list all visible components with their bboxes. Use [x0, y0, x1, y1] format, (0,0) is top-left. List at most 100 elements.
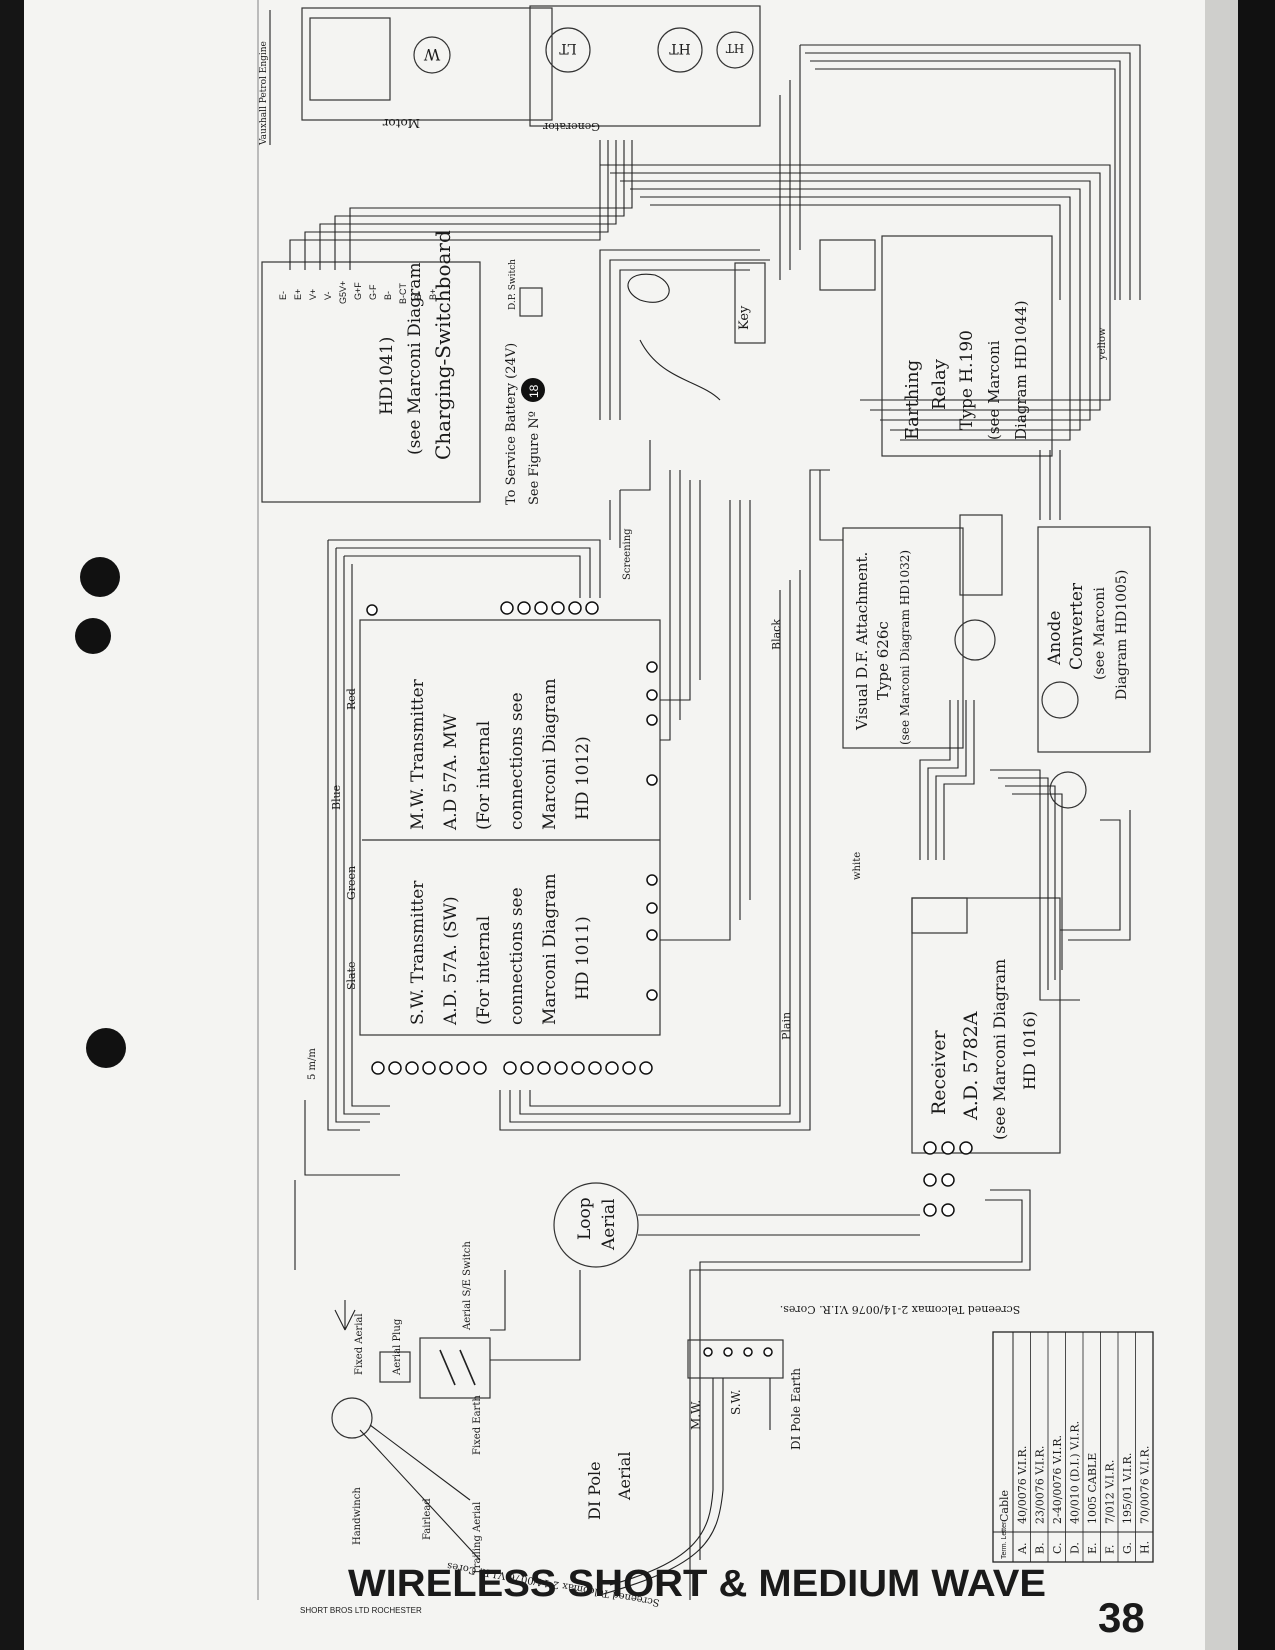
punch-hole-middle	[75, 618, 111, 654]
switchboard-terminal-row: E- E+ V+ V- G5V+ G+F G-F B- B-CT B- B+	[278, 281, 438, 304]
mw-transmitter: M.W. Transmitter A.D 57A. MW (For intern…	[408, 678, 593, 831]
mw-tx-line3: (For internal	[474, 721, 494, 830]
relay-line5: Diagram HD1044)	[1012, 300, 1030, 440]
motor-symbol-letter: W	[423, 45, 440, 64]
relay-line3: Type H.190	[957, 330, 977, 430]
anode-line4: Diagram HD1005)	[1114, 570, 1130, 700]
terminal-label: E+	[293, 289, 303, 300]
df-line2: Type 626c	[874, 621, 892, 700]
cable-row-letter: C.	[1051, 1542, 1064, 1554]
page-number: 38	[1098, 1594, 1145, 1641]
cable-row-letter: B.	[1034, 1542, 1047, 1554]
df-attachment: Visual D.F. Attachment. Type 626c (see M…	[842, 514, 1003, 749]
cable-row-spec: 1005 CABLE	[1086, 1453, 1099, 1524]
anode-converter: Anode Converter (see Marconi Diagram HD1…	[1037, 526, 1151, 809]
relay-line4: (see Marconi	[985, 340, 1003, 440]
loop-aerial: Loop Aerial	[553, 1182, 920, 1268]
receiver-harness	[689, 450, 1131, 1600]
terminal-label: B-CT	[398, 283, 408, 304]
wire-label-slate: Slate	[345, 961, 358, 990]
mw-tx-line2: A.D 57A. MW	[441, 713, 461, 831]
fixed-aerial-label: Fixed Aerial	[354, 1313, 365, 1375]
wire-color-labels: Red Black Slate Green Blue Plain yellow …	[307, 327, 1108, 1080]
motor-generator-block: W Motor LT HT HT Generator Vauxhall Petr…	[259, 5, 761, 146]
cable-row-spec: 23/0076 V.I.R.	[1034, 1446, 1047, 1524]
tx-side-terminals	[646, 661, 658, 1001]
dipole-aerial: DI Pole Aerial DI Pole Earth M.W. S.W.	[585, 1339, 803, 1596]
sw-tx-line2: A.D. 57A. (SW)	[441, 896, 461, 1026]
switchboard-name: Charging-Switchboard	[431, 230, 455, 460]
cable-row-letter: F.	[1104, 1545, 1117, 1554]
receiver-line3: (see Marconi Diagram	[990, 959, 1009, 1140]
anode-line3: (see Marconi	[1092, 587, 1108, 680]
figure-number: 18	[527, 384, 541, 398]
terminal-label: E-	[278, 291, 288, 300]
handwinch-label: Handwinch	[352, 1487, 363, 1545]
wire-label-yellow: yellow	[1097, 327, 1108, 361]
terminal-label: V-	[323, 291, 333, 300]
cable-table: Term. Letter Cable A. 40/0076 V.I.R. B. …	[992, 1331, 1154, 1563]
switchboard-ref: (see Marconi Diagram	[405, 262, 425, 455]
aerial-plug-label: Aerial Plug	[392, 1318, 403, 1376]
charging-switchboard: Charging-Switchboard (see Marconi Diagra…	[261, 230, 545, 505]
fixed-earth-label: Fixed Earth	[472, 1395, 483, 1455]
transmitter-unit: M.W. Transmitter A.D 57A. MW (For intern…	[359, 601, 661, 1075]
terminal-label: G5V+	[338, 281, 348, 304]
cable-table-header-letter: Term. Letter	[1001, 1521, 1008, 1559]
terminal-label: B+	[428, 289, 438, 300]
switchboard-diagram: HD1041)	[377, 337, 397, 415]
dp-switch-label: D.P. Switch	[508, 259, 518, 310]
aerial-switch-assembly: Fixed Aerial Aerial Plug Aerial S/E Swit…	[331, 1241, 581, 1575]
terminal-label: B-	[383, 291, 393, 300]
right-scan-edge	[1238, 0, 1275, 1650]
left-scan-edge	[0, 0, 24, 1650]
cable-row-letter: A.	[1016, 1543, 1029, 1555]
mw-tx-line6: HD 1012)	[573, 736, 593, 820]
engine-note: Vauxhall Petrol Engine	[259, 41, 269, 146]
top-cable-harness	[289, 44, 1141, 441]
generator-ht2-symbol: HT	[726, 41, 744, 55]
receiver: Receiver A.D. 5782A (see Marconi Diagram…	[911, 897, 1061, 1217]
telcomax-note: Screened Telcomax 2-14/0076 V.I.R. Cores…	[780, 1303, 1021, 1316]
receiver-line1: Receiver	[928, 1030, 950, 1115]
df-line1: Visual D.F. Attachment.	[853, 552, 871, 731]
trailing-aerial-label: Trailing Aerial	[472, 1502, 483, 1575]
transmitter-harness	[294, 440, 843, 1270]
dipole-sw: S.W.	[729, 1389, 743, 1415]
tx-top-terminal-strip	[366, 601, 599, 616]
wire-label-white: white	[852, 852, 863, 880]
relay-line2: Relay	[929, 358, 950, 410]
generator-lt-symbol: LT	[559, 40, 577, 56]
generator-label: Generator	[542, 120, 600, 133]
dipole-line1: DI Pole	[585, 1461, 604, 1520]
figure-note: See Figure Nº	[527, 411, 542, 505]
wire-label-black: Black	[770, 619, 783, 650]
footer-maker: SHORT BROS LTD ROCHESTER	[300, 1606, 422, 1615]
battery-note: To Service Battery (24V)	[504, 343, 519, 505]
terminal-label: V+	[308, 289, 318, 300]
cable-table-header-cable: Cable	[998, 1490, 1011, 1522]
mw-tx-line4: connections see	[507, 692, 527, 830]
anode-line2: Converter	[1067, 582, 1087, 670]
wire-label-blue: Blue	[330, 785, 343, 810]
dipole-mw: M.W.	[689, 1400, 703, 1430]
aerial-switch-label: Aerial S/E Switch	[462, 1241, 473, 1331]
key-label: Key	[737, 305, 752, 330]
sw-tx-line6: HD 1011)	[573, 916, 593, 1000]
cable-row-letter: G.	[1121, 1542, 1134, 1554]
mw-tx-line1: M.W. Transmitter	[408, 678, 428, 830]
mw-tx-line5: Marconi Diagram	[540, 678, 560, 830]
cable-row-spec: 40/010 (D.I.) V.I.R.	[1069, 1421, 1082, 1524]
motor-label: Motor	[382, 116, 420, 130]
relay-line1: Earthing	[902, 360, 923, 440]
page-shadow	[1205, 0, 1238, 1650]
key-and-earthing-relay: Key Earthing Relay Type H.190 (see Marco…	[627, 235, 1053, 457]
dipole-line2: Aerial	[615, 1452, 634, 1501]
terminal-label: B-	[413, 291, 423, 300]
dipole-earth: DI Pole Earth	[789, 1368, 803, 1450]
loop-line1: Loop	[575, 1197, 595, 1240]
receiver-line2: A.D. 5782A	[960, 1011, 982, 1121]
fairlead-label: Fairlead	[422, 1498, 433, 1540]
cable-row-spec: 70/0076 V.I.R.	[1139, 1446, 1152, 1524]
